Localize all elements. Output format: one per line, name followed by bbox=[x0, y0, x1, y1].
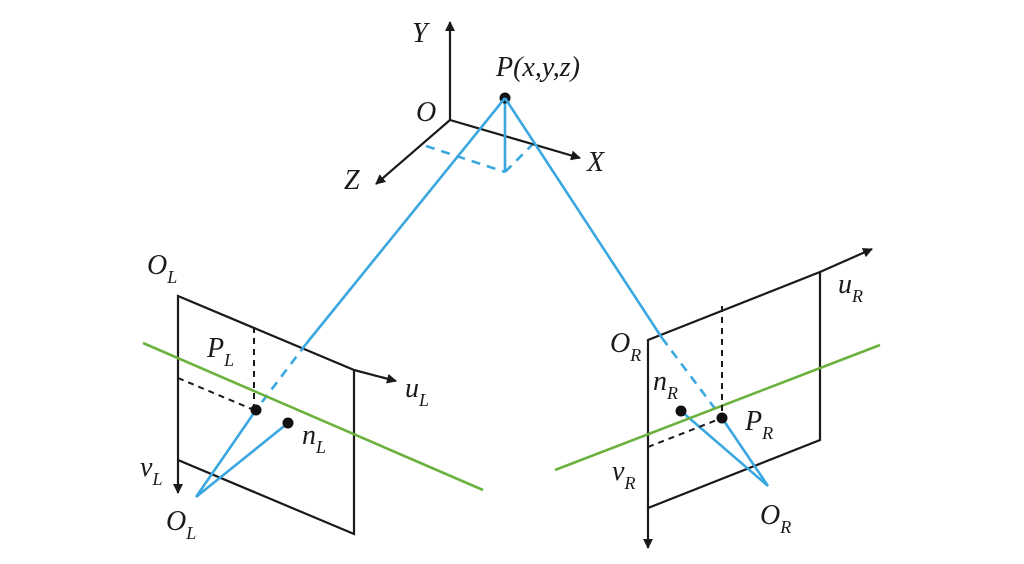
right-camera: OR nR PR uR vR OR bbox=[503, 97, 881, 549]
world-x-label: X bbox=[586, 147, 605, 178]
left-guide-horizontal bbox=[177, 377, 255, 411]
right-ray-upper bbox=[503, 97, 664, 339]
right-image-point bbox=[716, 412, 728, 424]
right-epipolar-line bbox=[554, 343, 881, 472]
left-camera: OL PL uL vL nL OL bbox=[140, 97, 507, 543]
left-v-label: vL bbox=[140, 452, 162, 489]
left-u-axis bbox=[353, 368, 397, 384]
right-ray-lower bbox=[720, 417, 770, 487]
left-image-point-label: PL bbox=[206, 333, 234, 370]
right-u-axis bbox=[819, 247, 873, 274]
left-image-plane bbox=[176, 294, 356, 536]
left-principal-point bbox=[282, 417, 294, 429]
right-origin-top-label: OR bbox=[610, 328, 641, 365]
right-image-point-label: PR bbox=[744, 406, 773, 443]
world-origin-label: O bbox=[416, 97, 436, 128]
left-optical-center-label: OL bbox=[166, 506, 196, 543]
right-ray-hidden bbox=[660, 337, 724, 419]
world-z-label: Z bbox=[344, 165, 360, 196]
world-point-label: P(x,y,z) bbox=[495, 52, 580, 83]
left-ray-lower bbox=[194, 409, 258, 498]
right-image-plane bbox=[646, 270, 822, 510]
world-x-axis bbox=[449, 118, 581, 161]
left-image-point bbox=[250, 404, 262, 416]
left-ray-hidden bbox=[254, 343, 308, 411]
world-z-axis bbox=[375, 119, 451, 185]
world-axes: Y X Z O bbox=[344, 18, 605, 196]
right-optical-center-label: OR bbox=[760, 500, 791, 537]
left-u-label: uL bbox=[405, 373, 429, 410]
right-principal-ray bbox=[680, 410, 769, 487]
right-principal-point bbox=[675, 405, 687, 417]
right-principal-label: nR bbox=[653, 366, 678, 403]
right-guide-horizontal bbox=[647, 417, 723, 448]
left-principal-ray bbox=[195, 421, 289, 499]
left-origin-top-label: OL bbox=[147, 250, 177, 287]
world-y-label: Y bbox=[412, 18, 431, 49]
left-principal-label: nL bbox=[302, 420, 326, 457]
right-u-label: uR bbox=[838, 269, 863, 306]
left-ray-upper bbox=[304, 97, 507, 345]
right-v-label: vR bbox=[612, 456, 635, 493]
left-epipolar-line bbox=[142, 341, 484, 492]
point-projection bbox=[425, 98, 533, 174]
